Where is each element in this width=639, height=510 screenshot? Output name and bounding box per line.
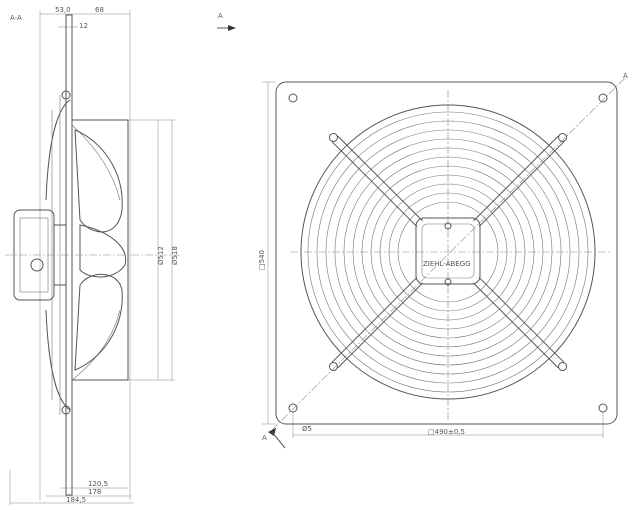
mounting-hole	[288, 403, 298, 413]
dim-diameter-inner: Ø512	[157, 246, 165, 265]
section-label: A-A	[10, 14, 22, 22]
dim-top-left: 53,0	[55, 6, 71, 14]
svg-text:A: A	[262, 434, 267, 442]
dim-bottom-1: 120,5	[88, 480, 108, 488]
section-marker-top-right: A	[623, 72, 628, 80]
side-view: 53,0 68 12 Ø512 Ø518 120,5 178 184,5	[5, 6, 180, 505]
dim-hole-spacing: □490±0,5	[428, 428, 465, 436]
dim-bottom-2: 178	[88, 488, 101, 496]
mounting-hole	[598, 93, 608, 103]
mounting-hole	[288, 93, 298, 103]
dim-diameter-outer: Ø518	[171, 246, 179, 265]
section-marker-top: A	[217, 12, 236, 31]
grille-strut	[328, 132, 423, 227]
dim-plate: □540	[258, 250, 266, 270]
grille-strut	[473, 277, 568, 372]
brand-label: ZIEHL-ABEGG	[423, 260, 471, 268]
dim-bottom-3: 184,5	[66, 496, 86, 504]
dim-flange: 12	[79, 22, 88, 30]
section-marker-letter: A	[218, 12, 223, 20]
svg-text:A: A	[623, 72, 628, 80]
grille-strut	[473, 132, 568, 227]
grille-strut	[328, 277, 423, 372]
square-plate	[275, 81, 618, 425]
dim-hole: Ø5	[302, 425, 312, 433]
mounting-hole	[598, 403, 608, 413]
dim-top-right: 68	[95, 6, 104, 14]
front-view: ZIEHL-ABEGG □540 □490±0,5 Ø5 A A	[258, 72, 628, 449]
section-marker-bottom: A	[262, 428, 286, 449]
